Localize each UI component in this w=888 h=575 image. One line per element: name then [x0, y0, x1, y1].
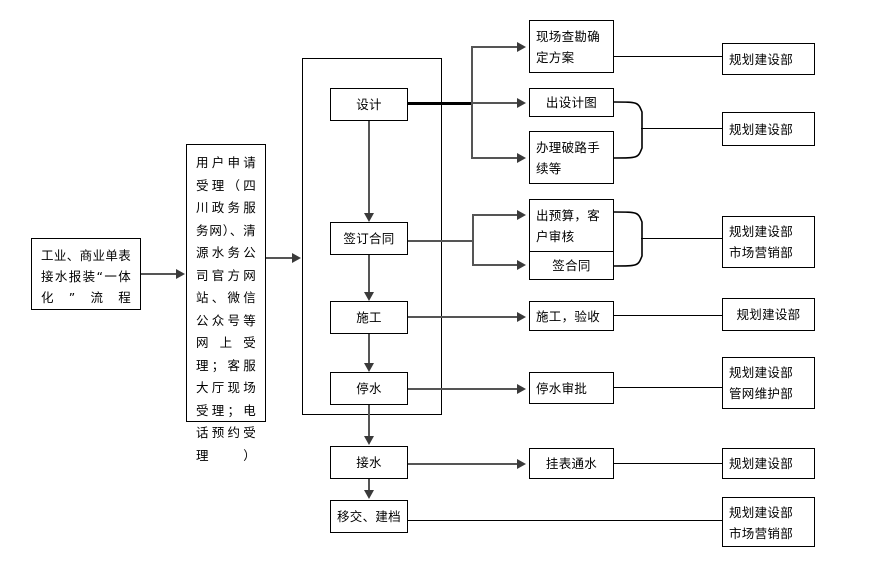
arrowhead-design-to-survey [517, 42, 526, 52]
arrowhead-start-to-apply [176, 269, 185, 279]
connector-apply-to-core [266, 257, 294, 259]
connector-waterstop-to-stopapproval [408, 388, 519, 390]
connector-contract-split-vertical [472, 214, 474, 266]
node-handover[interactable]: 移交、建档 [330, 500, 408, 533]
connector-construction-to-buildaccept [408, 316, 519, 318]
connector-construction-to-waterstop [368, 334, 370, 365]
department-box-6[interactable]: 规划建设部 [722, 448, 815, 479]
connector-stopapproval-to-dept5 [614, 387, 722, 389]
arrowhead-design-to-contract [364, 213, 374, 222]
node-road-permit[interactable]: 办理破路手 续等 [529, 131, 614, 184]
connector-design-trunk [408, 102, 473, 105]
department-box-2[interactable]: 规划建设部 [722, 112, 815, 146]
arrowhead-contract-to-construction [364, 292, 374, 301]
arrowhead-contract-to-signcontract [517, 260, 526, 270]
arrowhead-waterconnect-to-meterwater [517, 459, 526, 469]
connector-design-to-survey [471, 46, 519, 48]
node-user-application[interactable]: 用户申请受理（四川政务服务网）、清源水务公司官方网站、微信公众号等网上受理；客服… [186, 144, 266, 463]
node-survey-plan[interactable]: 现场查勘确 定方案 [529, 20, 614, 73]
node-design-drawing[interactable]: 出设计图 [529, 88, 614, 117]
merge-bracket-design-outputs [612, 96, 656, 164]
connector-handover-to-dept7 [408, 520, 722, 522]
arrowhead-waterstop-to-waterconnect [364, 436, 374, 445]
node-build-accept[interactable]: 施工，验收 [529, 301, 614, 331]
connector-meterwater-to-dept6 [614, 463, 722, 465]
node-water-stop[interactable]: 停水 [330, 372, 408, 405]
connector-contractmerge-to-dept3 [641, 238, 722, 240]
connector-design-to-roadpermit [471, 157, 519, 159]
connector-survey-to-dept1 [614, 56, 722, 58]
connector-contract-to-construction [368, 255, 370, 294]
connector-waterconnect-to-handover [368, 479, 370, 492]
node-construction[interactable]: 施工 [330, 301, 408, 334]
node-design[interactable]: 设计 [330, 88, 408, 121]
department-box-3[interactable]: 规划建设部 市场营销部 [722, 216, 815, 268]
connector-waterconnect-to-meterwater [408, 463, 519, 465]
department-box-4[interactable]: 规划建设部 [722, 298, 815, 331]
arrowhead-contract-to-budget [517, 210, 526, 220]
department-box-5[interactable]: 规划建设部 管网维护部 [722, 357, 815, 409]
connector-contract-to-budget [472, 214, 519, 216]
arrowhead-apply-to-core [292, 253, 301, 263]
core-process-group-frame [302, 58, 442, 415]
node-stop-approval[interactable]: 停水审批 [529, 372, 614, 404]
arrowhead-waterconnect-to-handover [364, 490, 374, 499]
node-meter-water[interactable]: 挂表通水 [529, 448, 614, 479]
connector-design-to-contract [368, 121, 370, 215]
arrowhead-construction-to-waterstop [364, 363, 374, 372]
connector-buildaccept-to-dept4 [614, 315, 722, 317]
connector-start-to-apply [141, 273, 178, 275]
node-budget-review[interactable]: 出预算，客 户审核 [529, 199, 614, 252]
arrowhead-waterstop-to-stopapproval [517, 384, 526, 394]
connector-contract-to-signcontract [472, 264, 519, 266]
connector-design-to-drawing [471, 102, 519, 104]
department-box-1[interactable]: 规划建设部 [722, 43, 815, 75]
node-start[interactable]: 工业、商业单表接水报装“一体化”流程 [31, 238, 141, 310]
arrowhead-design-to-drawing [517, 98, 526, 108]
connector-contract-trunk [408, 240, 474, 242]
node-contract[interactable]: 签订合同 [330, 222, 408, 255]
connector-waterstop-to-waterconnect [368, 405, 370, 438]
node-sign-contract[interactable]: 签合同 [529, 251, 614, 280]
arrowhead-construction-to-buildaccept [517, 312, 526, 322]
node-water-connect[interactable]: 接水 [330, 446, 408, 479]
connector-designmerge-to-dept2 [641, 128, 722, 130]
department-box-7[interactable]: 规划建设部 市场营销部 [722, 497, 815, 547]
arrowhead-design-to-roadpermit [517, 153, 526, 163]
